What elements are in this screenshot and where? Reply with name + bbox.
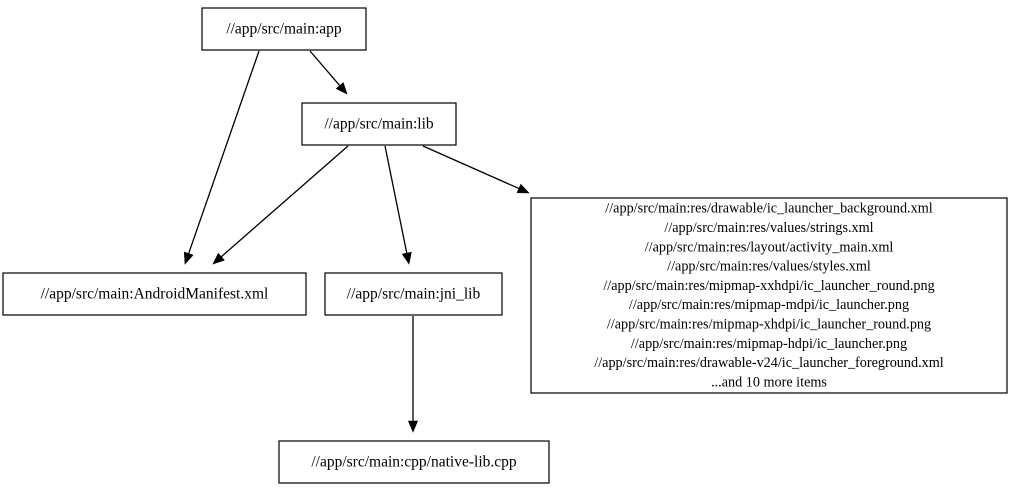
node-label: //app/src/main:app bbox=[226, 21, 342, 38]
resource-line: //app/src/main:res/drawable/ic_launcher_… bbox=[605, 201, 932, 217]
resource-line: //app/src/main:res/mipmap-hdpi/ic_launch… bbox=[631, 336, 907, 352]
node-label: //app/src/main:jni_lib bbox=[347, 286, 481, 303]
edge-jni-lib-to-native-lib bbox=[407, 316, 419, 433]
node-label: //app/src/main:AndroidManifest.xml bbox=[41, 286, 269, 303]
edge-lib-to-manifest bbox=[212, 145, 349, 265]
node-native_lib[interactable]: //app/src/main:cpp/native-lib.cpp bbox=[278, 440, 550, 484]
node-box[interactable] bbox=[301, 102, 457, 146]
node-box[interactable] bbox=[530, 197, 1008, 394]
resource-line: //app/src/main:res/mipmap-xhdpi/ic_launc… bbox=[607, 316, 931, 332]
edge-app-to-manifest bbox=[183, 50, 260, 265]
resource-line: ...and 10 more items bbox=[711, 374, 827, 390]
edge-line bbox=[219, 145, 349, 259]
arrowhead-icon bbox=[401, 251, 412, 265]
node-box[interactable] bbox=[2, 272, 307, 316]
edge-app-to-lib bbox=[309, 50, 348, 95]
node-app[interactable]: //app/src/main:app bbox=[201, 7, 367, 51]
resource-line: //app/src/main:res/mipmap-mdpi/ic_launch… bbox=[629, 297, 909, 313]
nodes-layer: //app/src/main:app //app/src/main:lib //ap… bbox=[2, 7, 550, 484]
node-box[interactable] bbox=[324, 272, 503, 316]
node-lib[interactable]: //app/src/main:lib bbox=[301, 102, 457, 146]
edge-line bbox=[187, 50, 260, 256]
node-jni_lib[interactable]: //app/src/main:jni_lib bbox=[324, 272, 503, 316]
resource-line: //app/src/main:res/drawable-v24/ic_launc… bbox=[594, 355, 944, 371]
edge-lib-to-jni-lib bbox=[384, 145, 412, 265]
resource-line: //app/src/main:res/mipmap-xxhdpi/ic_laun… bbox=[603, 278, 934, 294]
resource-line: //app/src/main:res/values/styles.xml bbox=[667, 259, 871, 275]
resources-node-layer: //app/src/main:res/drawable/ic_launcher_… bbox=[530, 197, 1008, 394]
node-label: //app/src/main:cpp/native-lib.cpp bbox=[311, 454, 517, 471]
node-box[interactable] bbox=[278, 440, 550, 484]
arrowhead-icon bbox=[407, 420, 419, 433]
node-manifest[interactable]: //app/src/main:AndroidManifest.xml bbox=[2, 272, 307, 316]
arrowhead-icon bbox=[516, 183, 530, 194]
edge-line bbox=[422, 145, 521, 190]
arrowhead-icon bbox=[183, 251, 194, 265]
edge-lib-to-resources bbox=[422, 145, 530, 194]
edge-line bbox=[384, 145, 408, 255]
edges-layer bbox=[183, 50, 530, 433]
arrowhead-icon bbox=[335, 82, 348, 95]
edge-line bbox=[309, 50, 342, 88]
node-label: //app/src/main:lib bbox=[324, 116, 434, 133]
resource-line: //app/src/main:res/layout/activity_main.… bbox=[645, 239, 894, 255]
resource-line: //app/src/main:res/values/strings.xml bbox=[664, 220, 873, 236]
node-resources[interactable]: //app/src/main:res/drawable/ic_launcher_… bbox=[530, 197, 1008, 394]
arrowhead-icon bbox=[212, 252, 225, 265]
node-box[interactable] bbox=[201, 7, 367, 51]
